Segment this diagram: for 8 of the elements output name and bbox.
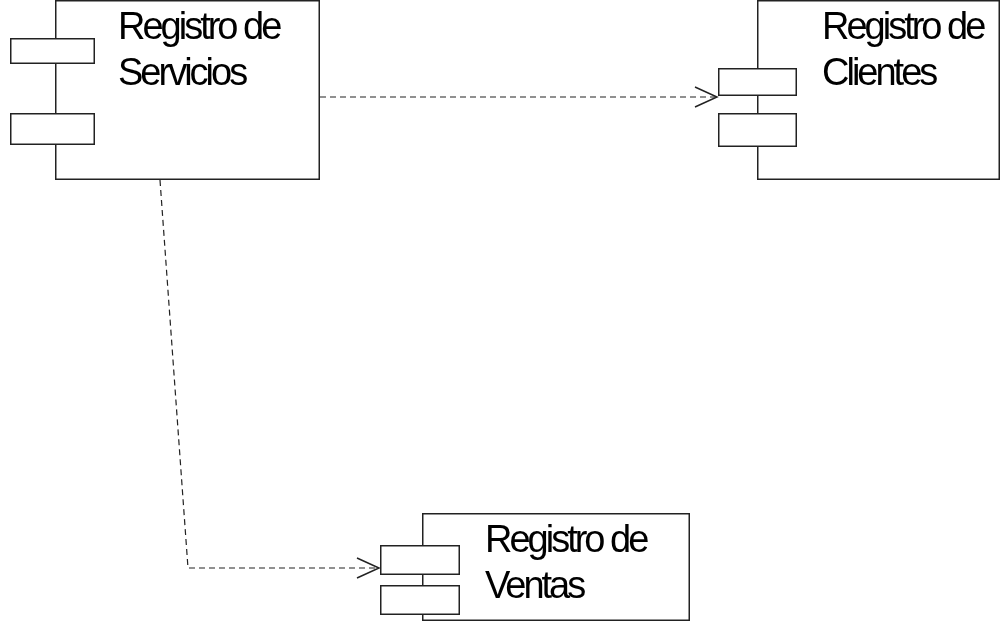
- component-name: Registro de Clientes: [822, 4, 985, 95]
- dependency-arrow: [319, 86, 718, 108]
- component-box: [10, 0, 320, 180]
- dependency-arrow: [159, 179, 380, 579]
- component-name: Registro de Ventas: [485, 517, 648, 608]
- component-box: [380, 513, 690, 621]
- component-box: [718, 0, 1000, 180]
- component-name: Registro de Servicios: [118, 4, 281, 95]
